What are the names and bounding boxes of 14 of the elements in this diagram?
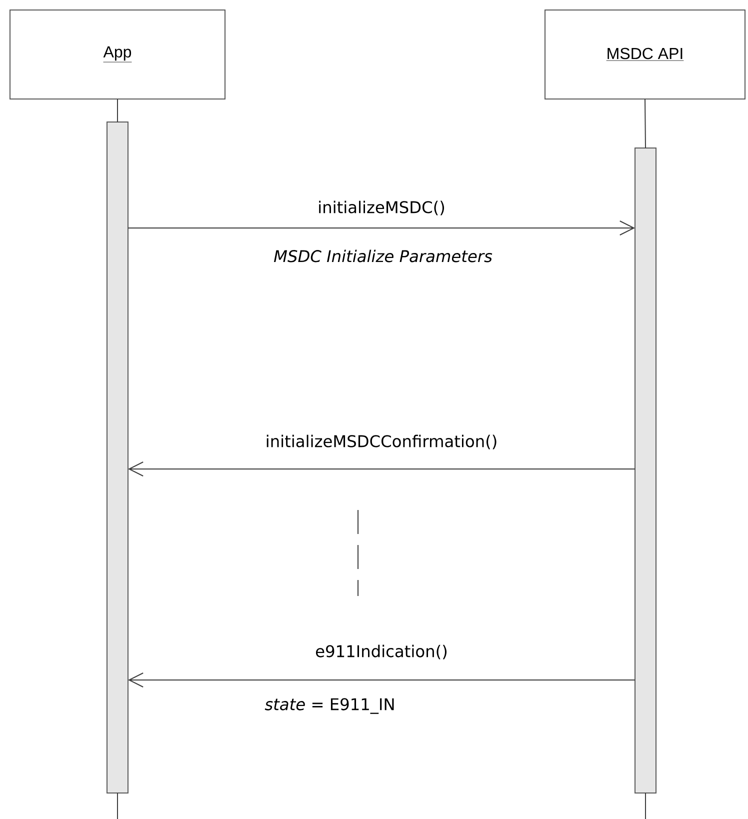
message-arrow <box>128 462 636 476</box>
message-label: e911Indication() <box>316 644 447 660</box>
lifeline <box>644 98 646 148</box>
lifeline-header-box: MSDC API <box>544 10 746 100</box>
lifeline-header-box: App <box>10 10 226 100</box>
message-label: initializeMSDC() <box>319 200 444 216</box>
message-parameter: state = E911_IN <box>264 698 394 714</box>
message-label: initializeMSDCConfirmation() <box>266 434 496 450</box>
activation-bar <box>634 148 656 794</box>
message-arrow <box>128 672 636 688</box>
message-arrow <box>128 220 635 236</box>
activation-bar <box>106 122 128 794</box>
lifeline <box>117 98 118 122</box>
message-parameter: MSDC Initialize Parameters <box>274 250 492 262</box>
